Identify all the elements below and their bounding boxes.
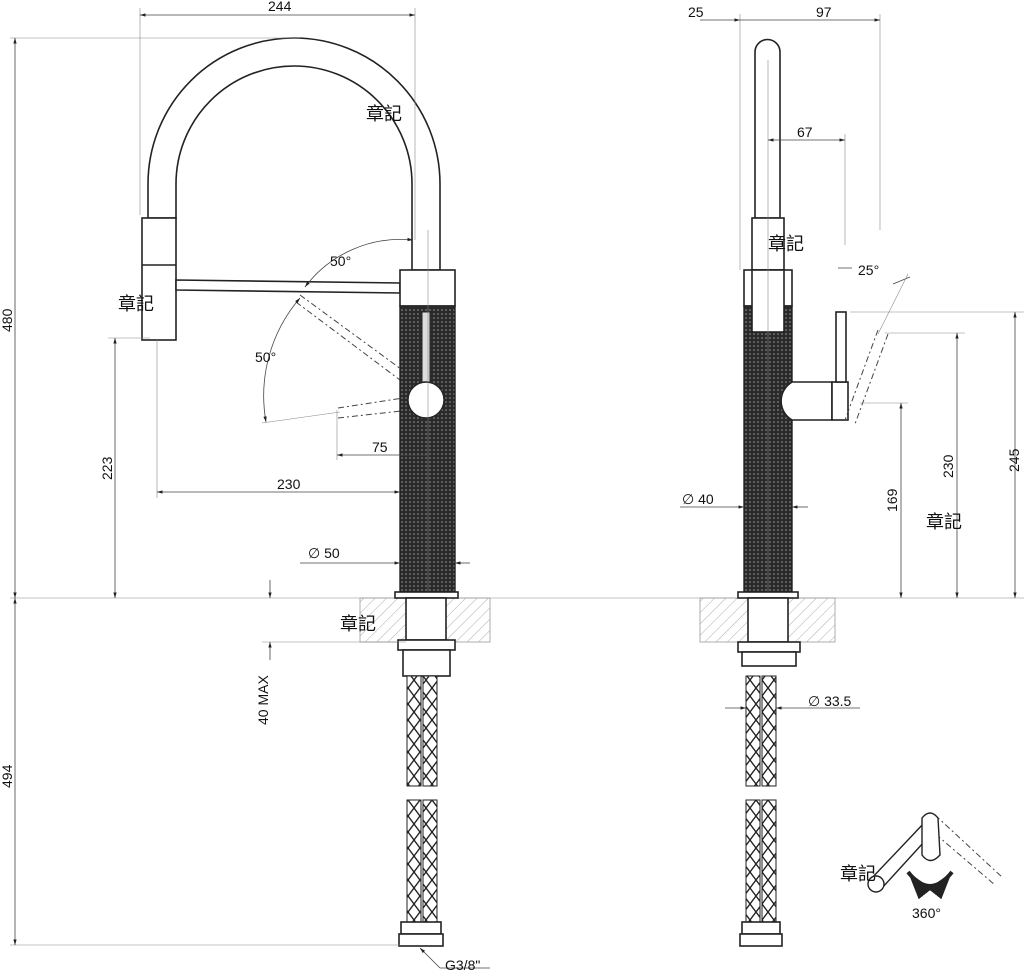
dim-offset-right: 97 (816, 4, 832, 20)
hose-side-right (761, 675, 777, 787)
watermark: 章記 (366, 104, 402, 125)
angle-lever: 25° (858, 262, 879, 278)
arm-position-alt2 (337, 396, 411, 419)
dim-height-lever-axis: 230 (940, 454, 956, 478)
fixing-nut (397, 639, 456, 651)
dim-spout-offset: 67 (797, 124, 813, 140)
rotation-icon: 360° (867, 812, 1004, 921)
dim-below-deck: 494 (0, 764, 15, 788)
dim-height-handle: 169 (884, 488, 900, 512)
dim-deck-thickness: 40 MAX (255, 675, 271, 725)
fixing-nut-side (737, 641, 801, 653)
watermark: 章記 (118, 294, 154, 315)
watermark: 章記 (840, 864, 876, 885)
spray-head (141, 217, 177, 341)
dim-body-diameter: ∅ 50 (308, 545, 340, 561)
hose-connector (400, 921, 442, 935)
handle-boss (780, 381, 833, 421)
handle-slot (421, 311, 431, 385)
watermarks: 章記 章記 章記 章記 章記 章記 (118, 104, 962, 885)
watermark: 章記 (768, 234, 804, 255)
dim-width-total: 244 (268, 0, 292, 14)
hose-side-left (745, 675, 761, 787)
support-arm (175, 279, 401, 294)
angle-swivel-top: 50° (330, 253, 351, 269)
watermark: 章記 (926, 512, 962, 533)
dim-height-total: 480 (0, 308, 15, 332)
dim-handle-reach: 75 (372, 439, 388, 455)
lever-tilted (844, 329, 889, 425)
shank (405, 597, 447, 641)
dim-body-diameter-side: ∅ 40 (682, 491, 714, 507)
watermark: 章記 (340, 614, 376, 635)
angle-swivel-bottom: 50° (255, 349, 276, 365)
control-handle (407, 381, 445, 419)
arm-position-alt1 (295, 294, 406, 381)
base-plate (394, 591, 459, 599)
side-view: 25 97 67 25° 245 230 169 ∅ 40 ∅ 33.5 (680, 4, 1024, 947)
dim-reach: 230 (277, 476, 301, 492)
dim-offset-left: 25 (688, 4, 704, 20)
lever-side (835, 311, 847, 383)
spout-arc (147, 37, 441, 271)
body-collar (399, 269, 456, 307)
connection-thread: G3/8" (445, 957, 480, 973)
dim-height-lever-top: 245 (1006, 448, 1022, 472)
dim-shank-diameter: ∅ 33.5 (808, 693, 852, 709)
rotation-label: 360° (912, 905, 941, 921)
dim-spout-height: 223 (99, 456, 115, 480)
hose-left (406, 675, 422, 787)
knurled-body (399, 305, 456, 593)
spout-tube-side (754, 38, 781, 219)
hose-right (422, 675, 438, 787)
handle-cap (831, 381, 849, 421)
